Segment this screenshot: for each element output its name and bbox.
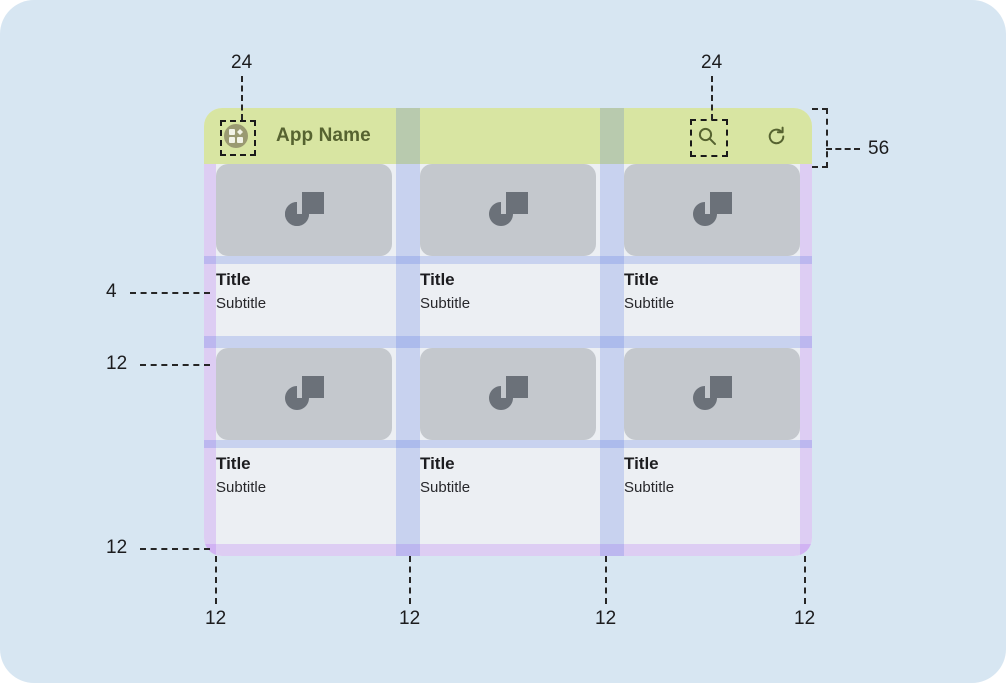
app-title: App Name: [276, 125, 371, 146]
app-bar: App Name: [204, 108, 812, 164]
leader-line-title-gap: [130, 292, 210, 294]
annotation-title-gap: 4: [106, 281, 117, 302]
annotation-gutter-left: 12: [205, 608, 227, 629]
thumbnail-placeholder: [420, 348, 596, 440]
annotation-touch-target-right: 24: [701, 52, 723, 73]
leader-line-gutter-right: [804, 556, 806, 604]
card[interactable]: Title Subtitle: [420, 348, 596, 497]
thumbnail-placeholder: [624, 164, 800, 256]
card-subtitle: Subtitle: [624, 479, 675, 496]
leader-line-gutter-mid-2: [605, 556, 607, 604]
card-row: Title Subtitle Title Subtitle: [204, 164, 812, 348]
card-title: Title: [216, 270, 251, 289]
card-title: Title: [624, 454, 659, 473]
leader-line-gutter-mid-1: [409, 556, 411, 604]
leader-line-row-gap: [140, 364, 210, 366]
card-subtitle: Subtitle: [420, 479, 471, 496]
card-subtitle: Subtitle: [624, 295, 675, 312]
card[interactable]: Title Subtitle: [216, 164, 392, 313]
leader-line-touch-target-left: [241, 76, 243, 120]
thumbnail-placeholder: [624, 348, 800, 440]
card[interactable]: Title Subtitle: [624, 164, 800, 313]
card-title: Title: [420, 270, 455, 289]
annotation-gutter-mid-1: 12: [399, 608, 421, 629]
search-touch-target-outline: [690, 119, 728, 157]
appbar-height-bracket: [812, 108, 828, 168]
card-grid: Title Subtitle Title Subtitle: [204, 164, 812, 556]
annotation-appbar-height: 56: [868, 138, 890, 159]
leader-line-appbar-height: [826, 148, 860, 150]
annotation-touch-target-left: 24: [231, 52, 253, 73]
card-subtitle: Subtitle: [420, 295, 471, 312]
annotation-gutter-right: 12: [794, 608, 816, 629]
card[interactable]: Title Subtitle: [420, 164, 596, 313]
thumbnail-placeholder: [420, 164, 596, 256]
search-icon[interactable]: [695, 124, 719, 148]
card[interactable]: Title Subtitle: [624, 348, 800, 497]
card-row: Title Subtitle Title Subtitle: [204, 348, 812, 532]
leader-line-touch-target-right: [711, 76, 713, 120]
thumbnail-placeholder: [216, 348, 392, 440]
menu-touch-target-outline: [220, 120, 256, 156]
annotation-gutter-mid-2: 12: [595, 608, 617, 629]
card-title: Title: [420, 454, 455, 473]
card[interactable]: Title Subtitle: [216, 348, 392, 497]
grid-menu-icon[interactable]: [224, 124, 248, 148]
annotation-row-gap: 12: [106, 353, 128, 374]
leader-line-gutter-left: [215, 556, 217, 604]
card-title: Title: [624, 270, 659, 289]
annotation-bottom-padding: 12: [106, 537, 128, 558]
refresh-icon[interactable]: [764, 124, 788, 148]
card-title: Title: [216, 454, 251, 473]
thumbnail-placeholder: [216, 164, 392, 256]
leader-line-bottom-padding: [140, 548, 210, 550]
app-frame: App Name: [204, 108, 812, 556]
card-subtitle: Subtitle: [216, 295, 267, 312]
card-subtitle: Subtitle: [216, 479, 267, 496]
